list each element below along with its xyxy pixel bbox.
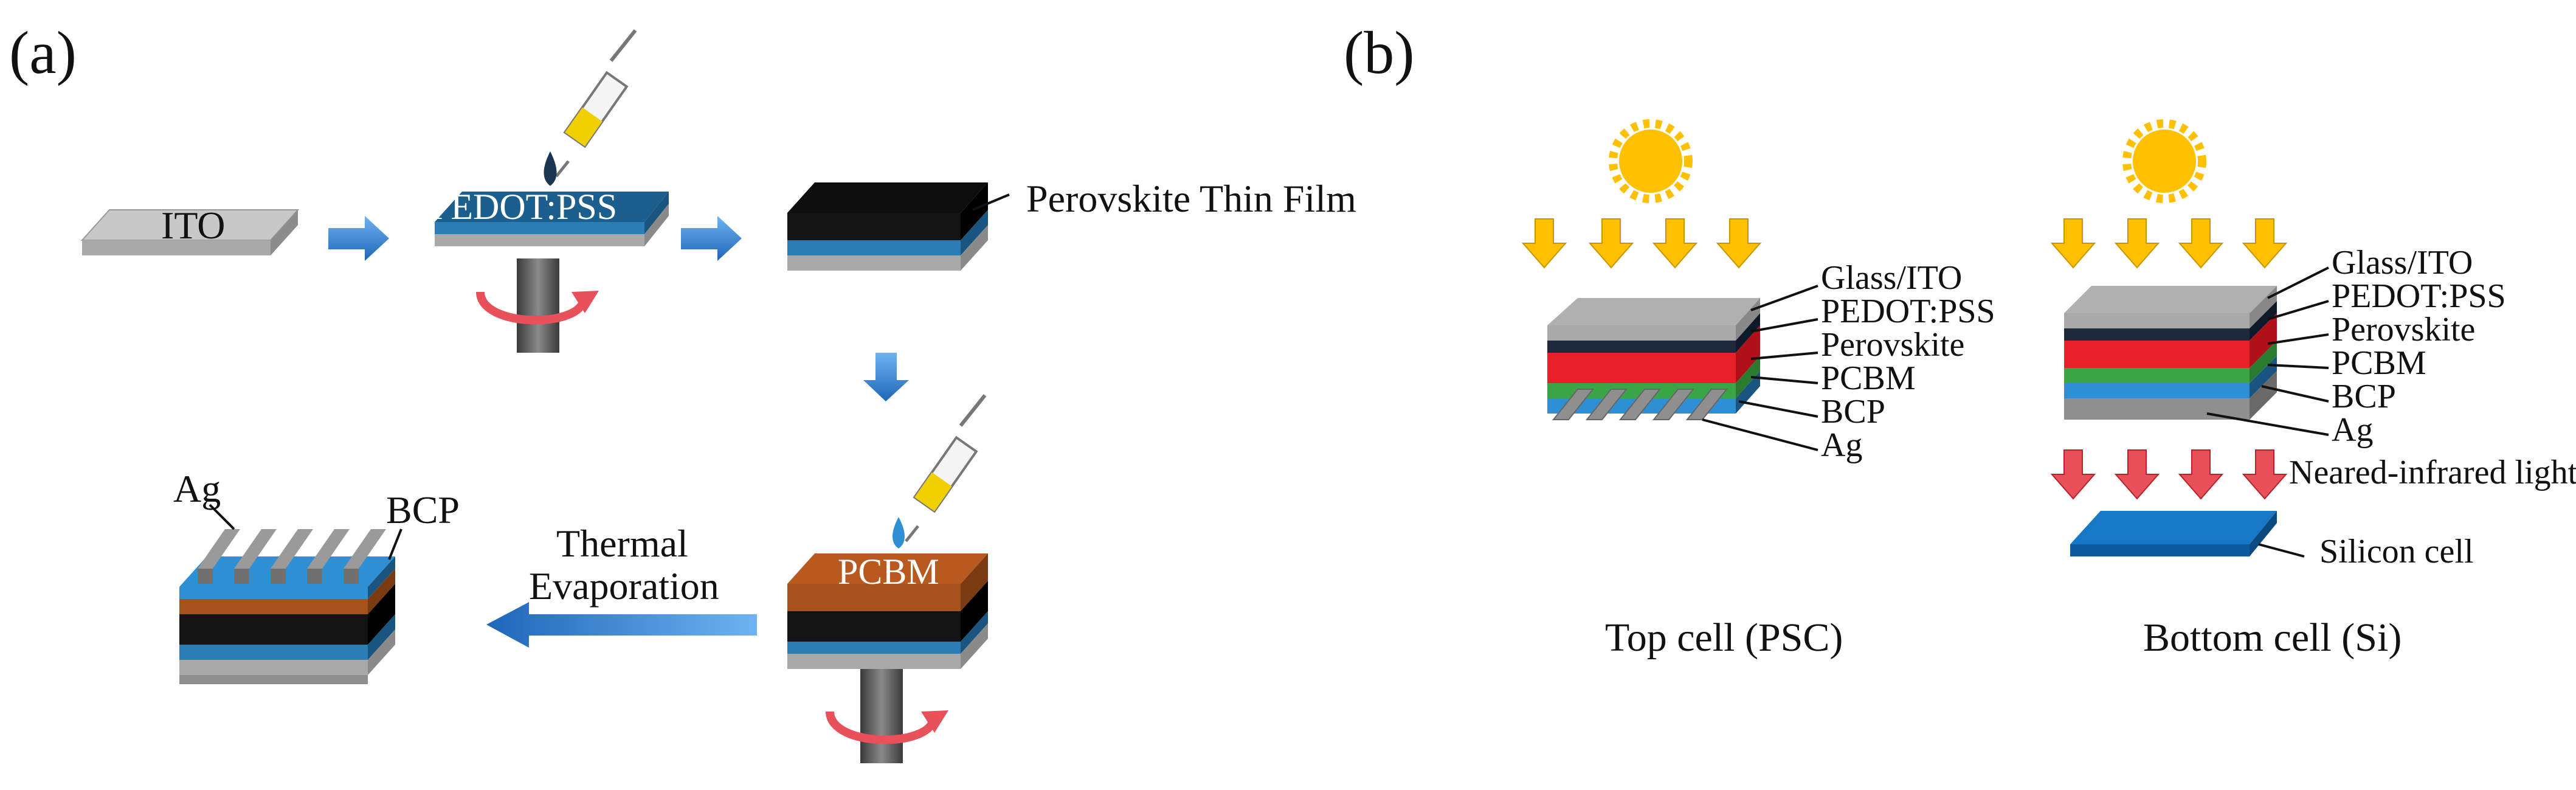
pedot-label: PEDOT:PSS	[430, 187, 617, 227]
bcp-label: BCP	[386, 488, 460, 532]
top-layer-label: BCP	[1821, 393, 1885, 431]
spin-rotation-arrow	[826, 710, 938, 744]
spin-post	[860, 666, 903, 763]
final-device-stack: Ag BCP	[173, 467, 460, 684]
spin-rotation-arrow	[476, 291, 588, 325]
sunlight-arrows	[1521, 218, 1762, 269]
top-layer-label: PEDOT:PSS	[1821, 293, 1995, 330]
bottom-cell-caption: Bottom cell (Si)	[2143, 615, 2402, 660]
flow-arrow-left: Thermal Evaporation	[486, 522, 757, 648]
silicon-cell	[2070, 511, 2305, 558]
film-leader	[972, 193, 1010, 211]
top-cell-diagram: Glass/ITO PEDOT:PSS Perovskite PCBM BCP …	[1521, 119, 1995, 660]
spin-post	[517, 258, 559, 353]
perovskite-film-label: Perovskite Thin Film	[1026, 177, 1356, 220]
flow-arrow-down	[863, 353, 909, 401]
pedot-spin-stack: PEDOT:PSS	[430, 187, 669, 353]
top-layer-label: Perovskite	[1821, 326, 1964, 364]
top-layer-label: PCBM	[1821, 359, 1916, 397]
sunlight-arrows	[2050, 218, 2288, 269]
ito-substrate: ITO	[80, 204, 300, 255]
sun-icon	[2122, 119, 2206, 203]
sun-icon	[1609, 119, 1693, 203]
syringe-icon	[893, 394, 987, 549]
top-cell-caption: Top cell (PSC)	[1605, 615, 1843, 660]
bottom-layer-label: PCBM	[2332, 344, 2426, 382]
pcbm-spin-stack: PCBM	[787, 552, 988, 763]
top-layer-label: Glass/ITO	[1821, 259, 1962, 297]
silicon-cell-label: Silicon cell	[2319, 533, 2474, 570]
top-cell-leaders	[1702, 285, 1818, 451]
bottom-layer-label: Perovskite	[2332, 311, 2475, 348]
flow-arrow-2	[681, 216, 742, 261]
bottom-layer-label: Glass/ITO	[2332, 244, 2473, 282]
bottom-layer-label: Ag	[2332, 411, 2373, 449]
bottom-layer-label: PEDOT:PSS	[2332, 277, 2506, 315]
ag-electrodes	[198, 529, 386, 584]
top-layer-label: Ag	[1821, 426, 1862, 464]
process-label-line1: Thermal	[556, 522, 688, 565]
near-infrared-arrows	[2050, 449, 2288, 500]
flow-arrow-1	[328, 216, 389, 261]
ito-label: ITO	[161, 204, 225, 247]
bottom-layer-label: BCP	[2332, 378, 2396, 415]
bottom-cell-stack	[2064, 286, 2277, 420]
near-infrared-label: Neared-infrared light	[2289, 454, 2576, 491]
top-cell-ag-fingers	[1552, 389, 1728, 420]
ag-label: Ag	[173, 467, 221, 510]
panel-b-label: (b)	[1344, 19, 1415, 86]
bottom-cell-diagram: Glass/ITO PEDOT:PSS Perovskite PCBM BCP …	[2050, 119, 2576, 660]
process-label-line2: Evaporation	[529, 564, 719, 608]
panel-a-label: (a)	[9, 19, 77, 86]
bottom-cell-leaders	[2206, 266, 2329, 436]
syringe-icon	[544, 29, 637, 186]
perovskite-stack: Perovskite Thin Film	[787, 177, 1356, 271]
pcbm-label: PCBM	[838, 552, 939, 592]
top-cell-stack	[1547, 298, 1760, 420]
